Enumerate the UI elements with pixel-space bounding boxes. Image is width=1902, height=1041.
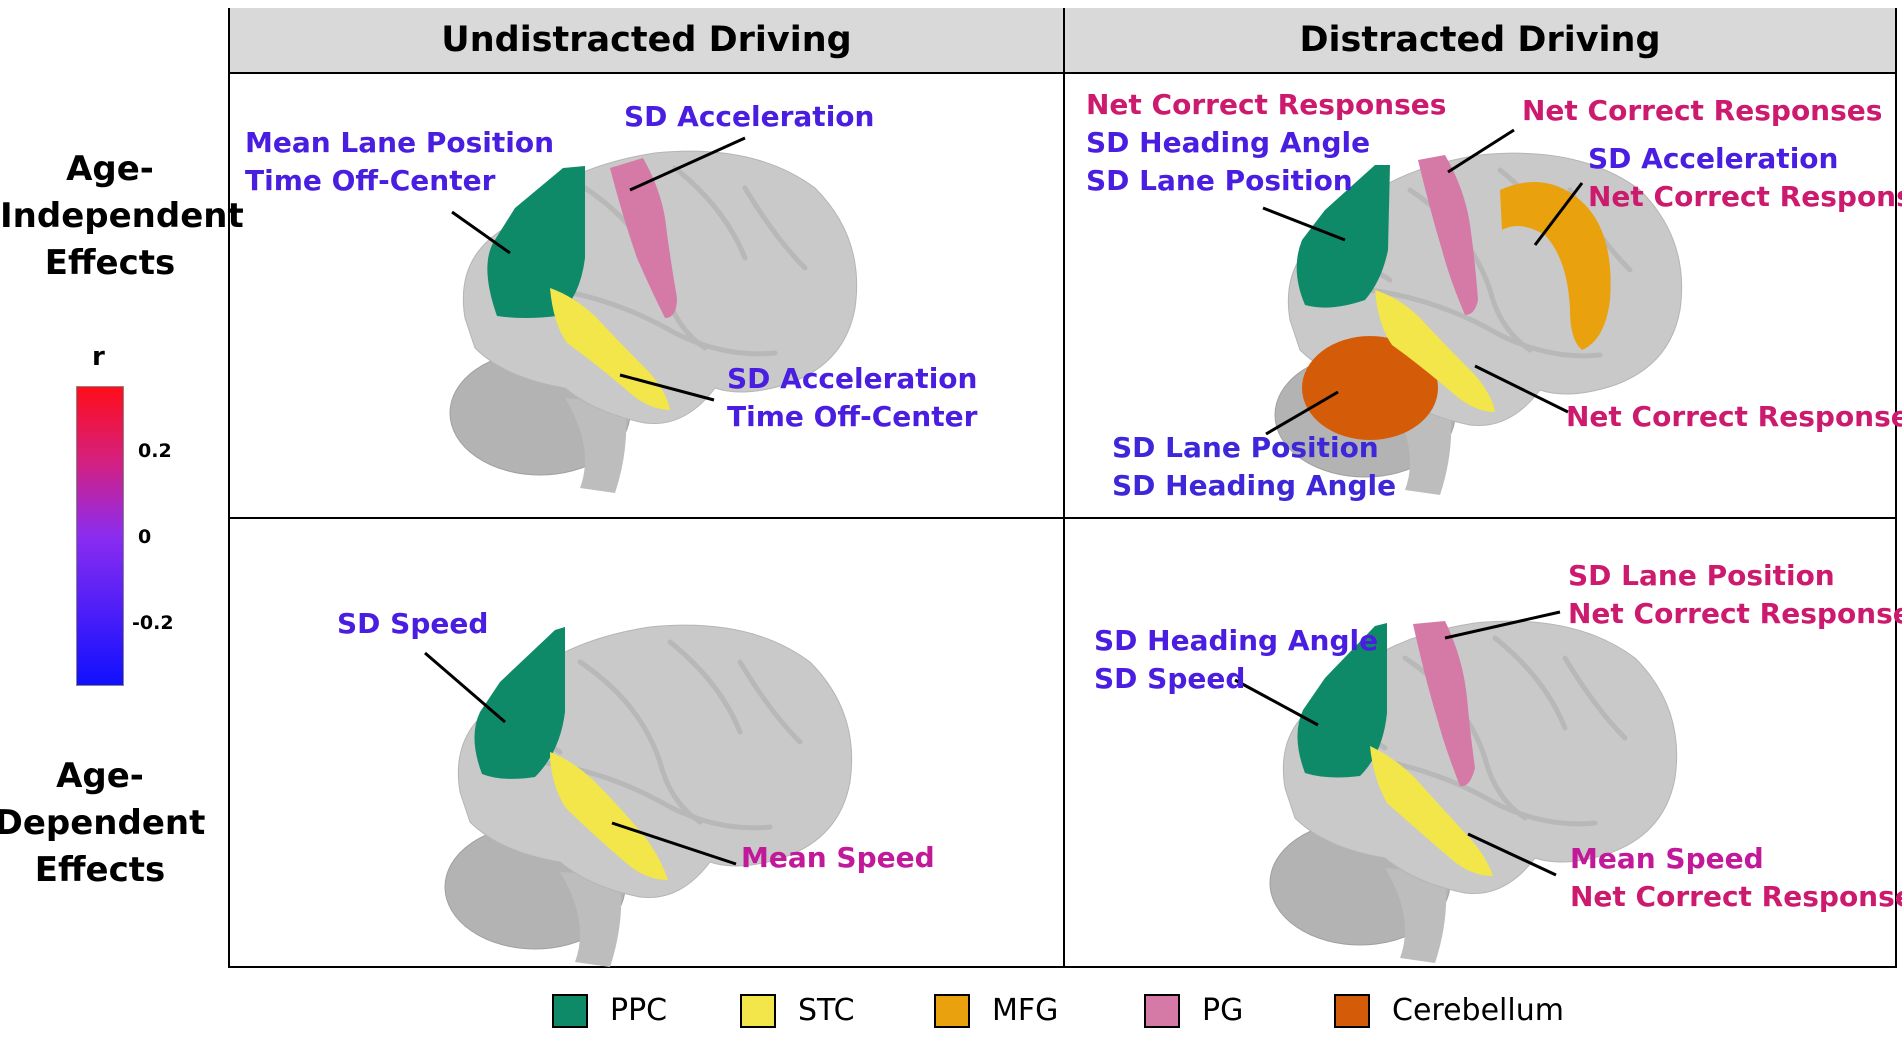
p11-stc-label: SD Acceleration Time Off-Center <box>727 360 977 436</box>
row-label-line: Dependent <box>0 803 206 843</box>
region-ppc <box>1297 623 1387 778</box>
grid-horizontal-divider <box>228 517 1897 519</box>
legend-item-pg: PG <box>1144 992 1243 1030</box>
label-line: Net Correct Responses <box>1568 597 1902 630</box>
label-line: SD Heading Angle <box>1094 624 1379 657</box>
label-line: Time Off-Center <box>727 400 978 433</box>
p22-ppc-label: SD Heading Angle SD Speed <box>1094 622 1378 698</box>
legend-label: PG <box>1202 993 1244 1028</box>
colorbar-tick: -0.2 <box>132 612 174 634</box>
colorbar-gradient <box>76 386 124 686</box>
grid-vertical-divider <box>1063 8 1065 968</box>
row-label-age-independent: Age- Independent Effects <box>0 146 244 287</box>
region-ppc <box>474 627 565 779</box>
row-label-line: Age- <box>66 149 154 189</box>
colorbar-title: r <box>92 342 105 372</box>
label-line: Net Correct Responses <box>1566 400 1902 433</box>
legend-item-mfg: MFG <box>934 992 1058 1030</box>
label-line: SD Heading Angle <box>1112 469 1397 502</box>
p21-stc-label: Mean Speed <box>741 839 935 877</box>
row-label-line: Effects <box>44 243 176 283</box>
p12-ppc-label: Net Correct Responses SD Heading Angle S… <box>1086 86 1446 200</box>
p21-ppc-label: SD Speed <box>337 605 488 643</box>
p12-cerebellum-label: SD Lane Position SD Heading Angle <box>1112 429 1396 505</box>
label-line: Time Off-Center <box>245 164 496 197</box>
legend-swatch <box>1334 994 1370 1028</box>
legend-swatch <box>740 994 776 1028</box>
region-stc <box>1375 290 1495 412</box>
legend-swatch <box>552 994 588 1028</box>
region-pg <box>1418 155 1478 315</box>
brain-p11 <box>450 151 857 493</box>
label-line: SD Heading Angle <box>1086 126 1371 159</box>
label-line: Mean Lane Position <box>245 126 555 159</box>
row-label-age-dependent: Age- Dependent Effects <box>0 753 210 894</box>
label-line: SD Acceleration <box>624 100 875 133</box>
row-label-line: Independent <box>0 196 244 236</box>
legend-item-ppc: PPC <box>552 992 667 1030</box>
p12-mfg-label: SD Acceleration Net Correct Responses <box>1588 140 1902 216</box>
colorbar-tick: 0.2 <box>138 440 172 462</box>
column-header-distracted: Distracted Driving <box>1065 8 1895 74</box>
p22-stc-label: Mean Speed Net Correct Responses <box>1570 840 1902 916</box>
p12-stc-label: Net Correct Responses <box>1566 398 1902 436</box>
label-line: SD Lane Position <box>1568 559 1835 592</box>
region-cerebellum <box>1302 336 1438 440</box>
colorbar: r <box>74 342 134 692</box>
label-line: Net Correct Responses <box>1086 88 1447 121</box>
label-line: SD Acceleration <box>727 362 978 395</box>
p22-pg-label: SD Lane Position Net Correct Responses <box>1568 557 1902 633</box>
label-line: Net Correct Responses <box>1588 180 1902 213</box>
legend-swatch <box>1144 994 1180 1028</box>
label-line: Net Correct Responses <box>1570 880 1902 913</box>
p12-pg-label: Net Correct Responses <box>1522 92 1882 130</box>
brain-p22 <box>1270 621 1677 963</box>
row-label-line: Age- <box>56 756 144 796</box>
label-line: SD Acceleration <box>1588 142 1839 175</box>
colorbar-tick: 0 <box>138 526 152 548</box>
legend-label: STC <box>798 993 855 1028</box>
legend-item-stc: STC <box>740 992 855 1030</box>
legend-swatch <box>934 994 970 1028</box>
leader-lines <box>424 128 1584 877</box>
region-ppc <box>1296 165 1390 308</box>
label-line: Net Correct Responses <box>1522 94 1883 127</box>
row-label-line: Effects <box>34 850 166 890</box>
legend-label: MFG <box>992 993 1059 1028</box>
label-line: Mean Speed <box>741 841 935 874</box>
region-ppc <box>487 166 585 318</box>
column-header-undistracted: Undistracted Driving <box>230 8 1063 74</box>
legend-label: Cerebellum <box>1392 993 1564 1028</box>
p11-pg-label: SD Acceleration <box>624 98 874 136</box>
brain-p21 <box>445 625 852 967</box>
region-stc <box>550 752 668 880</box>
legend-item-cerebellum: Cerebellum <box>1334 992 1564 1030</box>
region-pg <box>610 158 677 318</box>
legend-label: PPC <box>610 993 668 1028</box>
label-line: Mean Speed <box>1570 842 1764 875</box>
region-mfg <box>1500 182 1611 350</box>
label-line: SD Lane Position <box>1112 431 1379 464</box>
label-line: SD Speed <box>1094 662 1246 695</box>
label-line: SD Speed <box>337 607 489 640</box>
label-line: SD Lane Position <box>1086 164 1353 197</box>
region-pg <box>1413 621 1475 787</box>
colorbar-ticks: 0.2 0 -0.2 <box>126 380 186 680</box>
region-stc <box>1370 746 1493 876</box>
brain-p12 <box>1275 153 1682 495</box>
p11-ppc-label: Mean Lane Position Time Off-Center <box>245 124 554 200</box>
